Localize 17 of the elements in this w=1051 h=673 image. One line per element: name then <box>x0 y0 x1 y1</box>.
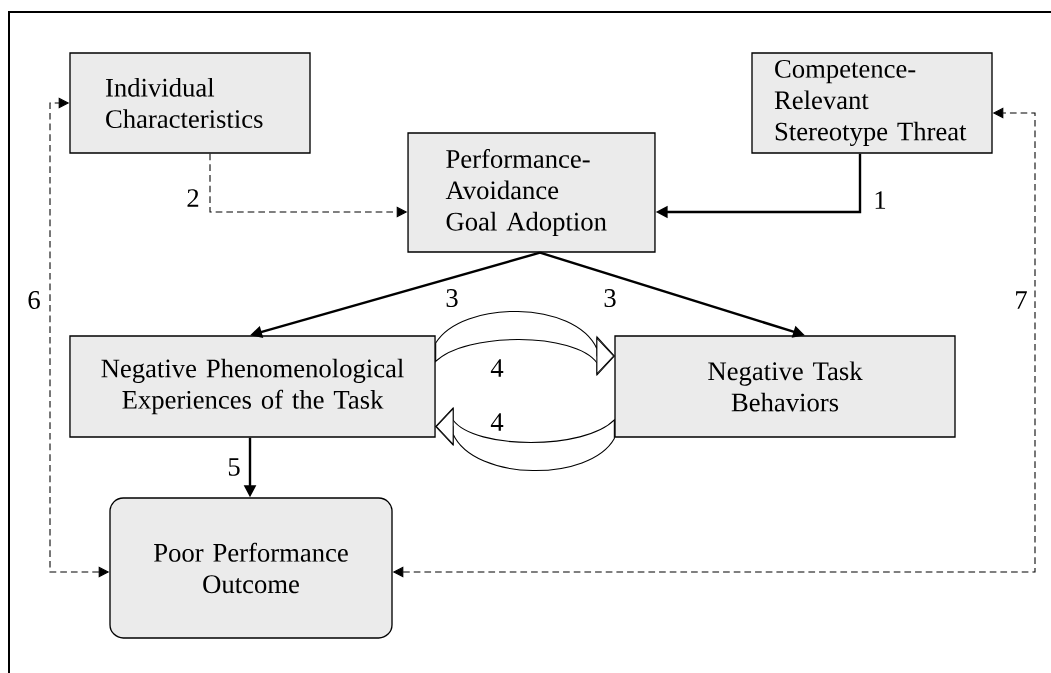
edge-label: 2 <box>185 187 201 209</box>
edge-label: 3 <box>602 287 618 309</box>
outcome-box: Poor Performance Outcome <box>109 497 393 639</box>
edge-label: 3 <box>444 287 460 309</box>
edge-label: 4 <box>489 357 505 379</box>
process-box: Negative Phenomenological Experiences of the Task <box>69 335 436 438</box>
process-box: Individual Characteristics <box>69 52 311 154</box>
edge-label: 1 <box>872 189 888 211</box>
edge-label: 6 <box>26 289 42 311</box>
edge-label: 4 <box>489 411 505 433</box>
process-box: Performance-Avoidance Goal Adoption <box>407 132 656 253</box>
edge-label: 5 <box>226 456 242 478</box>
block-arrow <box>435 407 615 472</box>
process-box: Negative Task Behaviors <box>614 335 956 438</box>
edge-label: 7 <box>1013 289 1029 311</box>
process-box: Competence-Relevant Stereotype Threat <box>751 52 993 154</box>
block-arrow <box>435 310 615 376</box>
